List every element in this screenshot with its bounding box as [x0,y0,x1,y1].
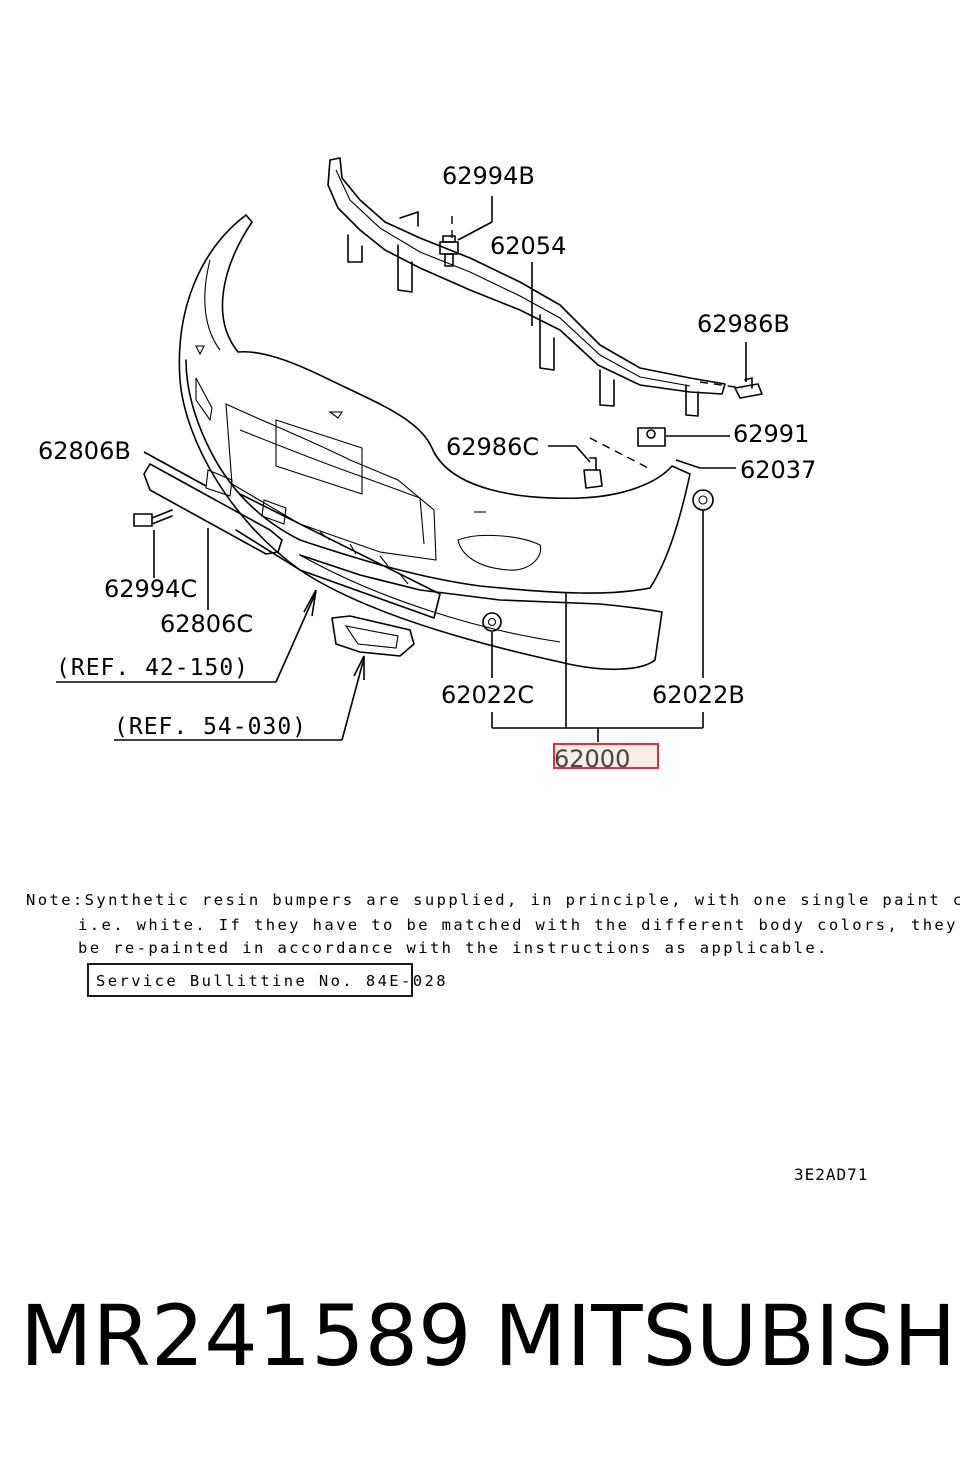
nut-62991-drawing [637,427,666,447]
label-62022c: 62022C [441,681,534,709]
note-line-2: i.e. white. If they have to be matched w… [78,916,960,934]
label-62037: 62037 [740,456,816,484]
label-62991: 62991 [733,420,809,448]
diagram-code: 3E2AD71 [794,1165,868,1184]
part-labels: 62994B 62054 62986B 62991 62037 62986C 6… [38,162,816,773]
note-line-1: Note:Synthetic resin bumpers are supplie… [26,891,960,909]
highlight-box-62000[interactable] [553,743,659,769]
clip-62986b-drawing [734,377,763,399]
reference-labels: (REF. 42-150) (REF. 54-030) [56,655,307,740]
label-62022b: 62022B [652,681,745,709]
brand-name: MITSUBISHI [494,1287,960,1385]
part-number: MR241589 [20,1287,472,1385]
label-62000[interactable]: 62000 [554,745,630,773]
clip-62022b-drawing [692,489,714,511]
label-62054: 62054 [490,232,566,260]
foglamp-cover-drawing [331,615,415,657]
note-block: Note:Synthetic resin bumpers are supplie… [26,891,960,997]
bumper-cover-drawing [178,214,691,671]
label-62994b: 62994B [442,162,535,190]
reference-54-030: (REF. 54-030) [114,714,307,740]
bumper-strip-drawing [143,463,441,619]
clip-62022c-drawing [482,612,502,632]
bolt-62994b-drawing [439,235,459,267]
label-62986b: 62986B [697,310,790,338]
bolt-62994c-drawing [133,509,173,527]
bumper-reinforcement-drawing [327,157,743,417]
label-62986c: 62986C [446,433,539,461]
bulletin-text: Service Bullittine No. 84E-028 [96,972,448,990]
clip-62986c-drawing [583,457,603,489]
leader-lines [56,196,747,742]
label-62806c: 62806C [160,610,253,638]
label-62806b: 62806B [38,437,131,465]
note-line-3: be re-painted in accordance with the ins… [78,939,829,957]
bulletin-box [87,963,413,997]
reference-42-150: (REF. 42-150) [56,655,249,681]
label-62994c: 62994C [104,575,197,603]
